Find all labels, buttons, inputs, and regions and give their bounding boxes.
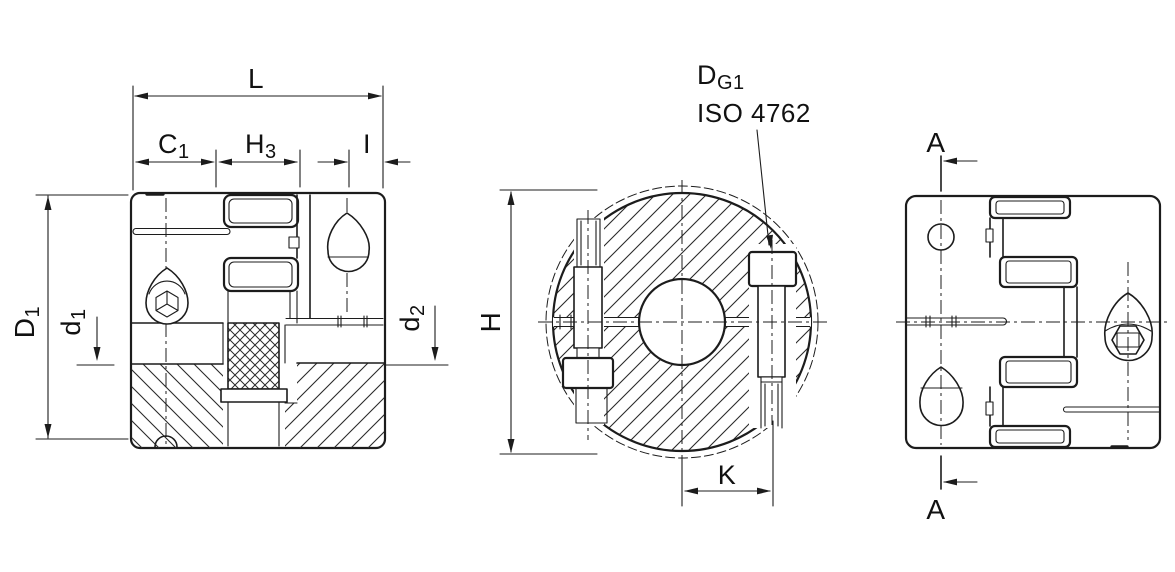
jaw-step-lower: [985, 401, 994, 416]
jaw-tooth-mid-inner: [228, 261, 293, 288]
dim-C1: C1: [135, 129, 217, 188]
clamp-screw-front: [1104, 292, 1153, 362]
hub-gap-lines: [222, 322, 286, 447]
clamp-slit-right: [1062, 406, 1160, 413]
callout-label-DG1: DG1: [697, 60, 745, 94]
arrowhead: [507, 439, 515, 453]
dim-label-C1: C1: [158, 129, 190, 163]
jaw-tooth-mid: [222, 256, 300, 293]
dim-label-K: K: [718, 460, 737, 490]
jaw-tooth-4: [988, 424, 1072, 449]
jaw-tooth-3: [998, 355, 1079, 389]
side-view: [896, 194, 1170, 450]
right-hub-section-hatch: [297, 363, 384, 448]
jaw-tooth-top: [222, 193, 300, 229]
dim-D1: D1: [9, 194, 129, 440]
left-hub-section-hatch: [132, 364, 223, 448]
dim-I: I: [317, 129, 411, 188]
dim-label-D1: D1: [9, 306, 44, 338]
arrowhead: [943, 478, 957, 486]
jaw-tooth-3-inner: [1005, 360, 1072, 384]
dim-label-H: H: [475, 312, 506, 333]
arrowhead: [201, 158, 215, 166]
jaw-lower-lines: [227, 290, 298, 324]
jaw-step-upper: [985, 228, 994, 243]
right-hub-clamp-slit: [285, 315, 384, 328]
dim-L-lines: [132, 85, 384, 191]
arrowhead: [44, 196, 52, 210]
arrowhead: [134, 92, 148, 100]
dim-d2: d2: [385, 304, 449, 366]
jaw-step: [288, 236, 300, 249]
arrowhead: [284, 158, 298, 166]
jaw-tooth-2: [998, 255, 1079, 289]
dim-K: K: [681, 420, 774, 507]
jaw-tooth-1-inner: [995, 200, 1065, 215]
section-label-A-bottom: A: [926, 494, 945, 525]
section-marker-A-bottom: A: [926, 455, 978, 525]
arrowhead: [943, 157, 957, 165]
arrowhead: [334, 158, 348, 166]
section-marker-A-top: A: [926, 127, 978, 192]
dim-L: L: [132, 63, 384, 191]
front-section-view: [538, 180, 828, 460]
arrowhead: [218, 158, 232, 166]
arrowhead: [757, 487, 771, 495]
dim-label-H3: H3: [245, 129, 277, 163]
jaw-tooth-top-inner: [228, 198, 293, 224]
dim-H3: H3: [218, 129, 301, 188]
arrowhead: [44, 424, 52, 438]
callout-label-standard: ISO 4762: [697, 98, 811, 128]
dim-label-d1: d1: [56, 308, 90, 335]
section-label-A-top: A: [926, 127, 945, 158]
dim-H: H: [475, 189, 598, 455]
screw-thread-right: [760, 381, 783, 429]
spider-shoe: [220, 388, 288, 403]
arrowhead: [384, 158, 398, 166]
bottom-dome: [154, 435, 178, 448]
side-section-view: [129, 191, 387, 450]
dim-D1-lines: [35, 194, 129, 440]
arrowhead: [135, 158, 149, 166]
arrowhead: [368, 92, 382, 100]
jaw-tooth-2-inner: [1005, 260, 1072, 284]
arrowhead: [431, 347, 439, 361]
callout-screw-spec: DG1 ISO 4762: [697, 60, 811, 249]
arrowhead: [684, 487, 698, 495]
arrowhead: [766, 234, 773, 249]
dim-label-L: L: [248, 63, 264, 94]
arrowhead: [507, 191, 515, 205]
dim-label-I: I: [363, 129, 371, 159]
dim-H-lines: [499, 189, 598, 455]
arrowhead: [93, 347, 101, 361]
elastomer-spider-crosshatch: [227, 322, 280, 390]
leader-line: [756, 129, 770, 246]
jaw-tooth-4-inner: [995, 429, 1065, 444]
left-hub-clamp-slit: [132, 227, 231, 236]
hex-socket-icon: [155, 290, 179, 318]
claw-arm-section-hatch: [285, 403, 297, 448]
head-recess-left: [575, 387, 608, 424]
hex-head-icon: [1111, 325, 1145, 355]
dim-label-d2: d2: [395, 304, 429, 331]
dim-K-lines: [681, 420, 774, 507]
jaw-tooth-1: [988, 195, 1072, 220]
screw-seat-arc: [148, 280, 186, 295]
dim-d1: d1: [56, 308, 115, 366]
